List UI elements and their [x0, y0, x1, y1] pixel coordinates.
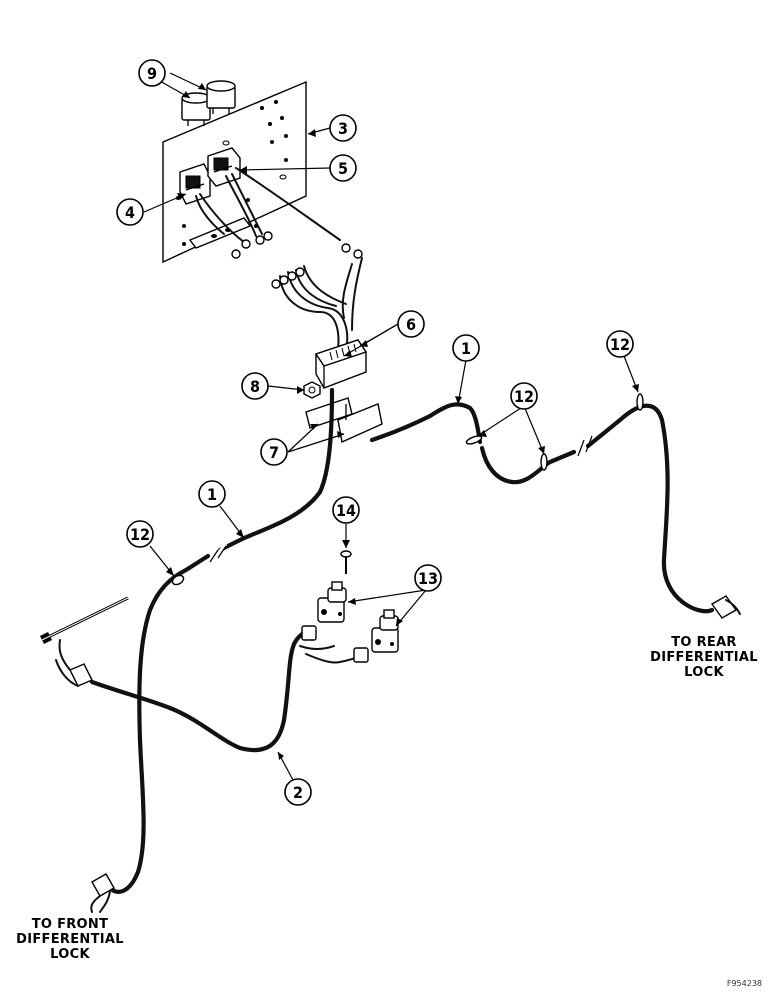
switch-lower: [371, 609, 399, 653]
panel-pigtails: [195, 167, 363, 259]
callout-1-upper: 1: [452, 334, 480, 362]
wire-clips: [171, 393, 644, 586]
relay-left: [181, 92, 211, 126]
svg-text:13: 13: [418, 569, 438, 588]
break-marks: [209, 435, 593, 563]
figure-id: F954238: [727, 979, 762, 988]
svg-text:12: 12: [130, 525, 150, 544]
callout-7: 7: [260, 438, 288, 466]
caption-front-line-2: DIFFERENTIAL: [16, 932, 124, 947]
svg-text:2: 2: [293, 783, 303, 802]
svg-text:4: 4: [125, 203, 135, 222]
callout-9: 9: [138, 59, 166, 87]
svg-text:6: 6: [406, 315, 416, 334]
relay-socket-left: [179, 163, 211, 205]
svg-text:9: 9: [147, 64, 157, 83]
caption-front-line-1: TO FRONT: [32, 917, 109, 932]
svg-text:14: 14: [336, 501, 356, 520]
svg-text:7: 7: [269, 443, 279, 462]
cable-tie: [40, 596, 129, 644]
harness-connector: [314, 339, 368, 389]
callout-8: 8: [241, 372, 269, 400]
harness-trunk: [271, 257, 363, 351]
svg-text:3: 3: [338, 119, 348, 138]
callout-12-right: 12: [606, 330, 634, 358]
svg-text:1: 1: [461, 339, 471, 358]
relay-socket-right: [207, 147, 241, 187]
callout-4: 4: [116, 198, 144, 226]
callout-3: 3: [329, 114, 357, 142]
harness-plug: [55, 639, 93, 687]
svg-text:5: 5: [338, 159, 348, 178]
main-harness-wires: [89, 387, 715, 894]
caption-rear-line-2: DIFFERENTIAL: [650, 650, 758, 665]
mounting-bracket: [305, 397, 383, 444]
caption-rear-line-3: LOCK: [684, 665, 724, 680]
caption-rear-line-1: TO REAR: [671, 635, 737, 650]
mounting-screw: [340, 550, 352, 574]
svg-text:8: 8: [250, 377, 260, 396]
svg-text:1: 1: [207, 485, 217, 504]
switch-upper: [317, 581, 347, 623]
callout-2: 2: [284, 778, 312, 806]
caption-front: TO FRONT DIFFERENTIAL LOCK: [16, 917, 124, 962]
callout-5: 5: [329, 154, 357, 182]
callout-12-middle: 12: [510, 382, 538, 410]
front-connector: [90, 873, 115, 913]
caption-rear: TO REAR DIFFERENTIAL LOCK: [650, 635, 758, 680]
rear-connector: [710, 595, 741, 619]
caption-front-line-3: LOCK: [50, 947, 90, 962]
callout-13: 13: [414, 564, 442, 592]
switch-plugs: [301, 625, 369, 663]
hex-nut: [303, 381, 321, 399]
svg-text:12: 12: [514, 387, 534, 406]
callout-6: 6: [397, 310, 425, 338]
callout-1-lower: 1: [198, 480, 226, 508]
svg-text:12: 12: [610, 335, 630, 354]
callout-12-left: 12: [126, 520, 154, 548]
relay-right: [206, 80, 236, 114]
leader-arrows: [166, 83, 639, 760]
callout-14: 14: [332, 496, 360, 524]
